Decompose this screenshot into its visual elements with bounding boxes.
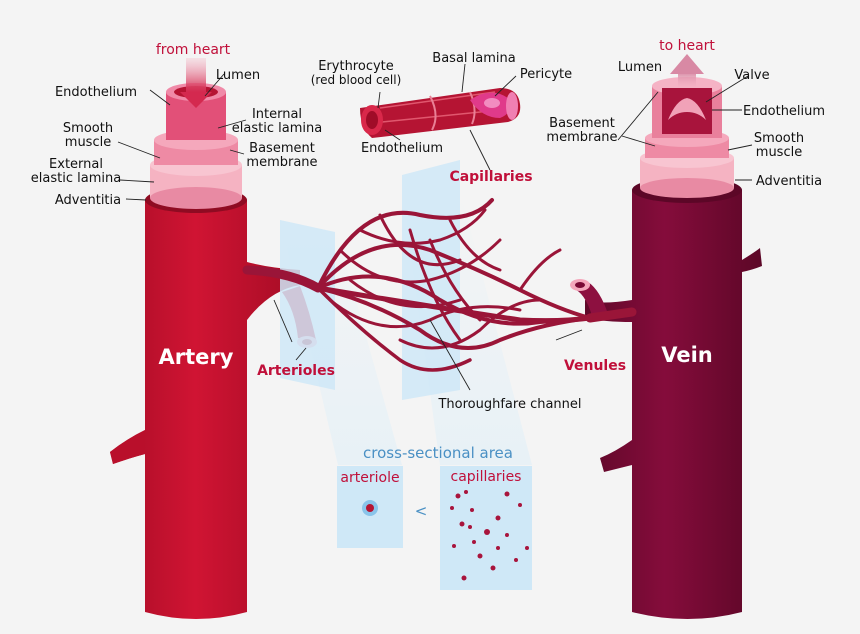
capillary-cross-dot: [518, 503, 522, 507]
red-blood-cell-label: (red blood cell): [311, 73, 402, 87]
capillary-vessel: [378, 213, 462, 267]
capillary-cross-dot: [525, 546, 529, 550]
capillary-vessel: [358, 208, 487, 245]
arteriole-cross-dot: [366, 504, 374, 512]
vein-lumen-label: Lumen: [618, 60, 662, 75]
external-elastic-label-1: External: [49, 157, 103, 172]
capillary-vessel: [408, 228, 462, 342]
capillary-vessel: [448, 218, 502, 272]
capillary-endothelium-label: Endothelium: [361, 141, 443, 156]
capillary-vessel: [316, 286, 592, 350]
capillary-vessel: [338, 238, 502, 284]
capillary-cross-dot: [470, 508, 474, 512]
capillary-vessel: [348, 278, 462, 309]
capillary-cross-dot: [514, 558, 518, 562]
capillaries-small-label: capillaries: [451, 469, 522, 485]
artery-label: Artery: [159, 345, 234, 369]
capillary-vessel: [242, 265, 323, 293]
capillaries-label: Capillaries: [449, 169, 532, 185]
arteriole-label: arteriole: [340, 470, 399, 486]
vein-body: [585, 190, 762, 619]
venule-branch: [570, 279, 608, 316]
vein-smooth-label-1: Smooth: [754, 131, 804, 146]
capillary-cross-dot: [504, 491, 510, 497]
capillary-cross-dot: [490, 565, 496, 571]
capillary-vessel: [398, 298, 542, 350]
capillary-cross-dot: [505, 533, 509, 537]
capillary-vessel: [518, 248, 562, 292]
from-heart-arrow: [180, 92, 212, 108]
capillary-cross-dot: [477, 553, 483, 559]
vein-valve: [668, 98, 706, 120]
valve-label: Valve: [734, 68, 769, 83]
basal-lamina-label: Basal lamina: [432, 51, 515, 66]
erythrocyte-label: Erythrocyte: [318, 59, 394, 74]
capillary-closeup: [360, 88, 521, 138]
arterioles-label: Arterioles: [257, 363, 335, 379]
capillary-vessel: [585, 307, 637, 323]
vein-basement-label-1: Basement: [549, 116, 615, 131]
capillary-cross-dot: [452, 544, 456, 548]
capillary-cross-dot: [496, 546, 500, 550]
pericyte-label: Pericyte: [520, 67, 572, 82]
artery-body: [110, 200, 300, 619]
capillary-cross-dot: [495, 515, 501, 521]
vein-label: Vein: [661, 343, 713, 367]
cross-section-title: cross-sectional area: [363, 444, 513, 462]
thoroughfare-label: Thoroughfare channel: [437, 397, 581, 412]
artery: [110, 58, 300, 619]
capillary-cross-dot: [468, 525, 472, 529]
vein-endothelium-label: Endothelium: [743, 104, 825, 119]
from-heart-label: from heart: [156, 42, 231, 58]
capillary-vessel: [328, 298, 522, 329]
capillary-cross-dot: [450, 506, 454, 510]
smooth-muscle-label-1: Smooth: [63, 121, 113, 136]
internal-elastic-label-1: Internal: [252, 107, 302, 122]
smooth-muscle-label-2: muscle: [65, 135, 111, 150]
artery-endothelium-label: Endothelium: [55, 85, 137, 100]
capillary-network: [242, 198, 637, 372]
to-heart-arrow: [670, 54, 704, 74]
capillary-cross-dot: [472, 540, 476, 544]
vein: [585, 54, 762, 619]
thoroughfare-channel: [315, 285, 593, 324]
vein-adventitia-label: Adventitia: [756, 174, 822, 189]
arteriole-sample-panel: [280, 220, 335, 390]
venules-label: Venules: [564, 358, 626, 374]
basement-membrane-label-2: membrane: [246, 155, 317, 170]
capillaries-cross-section-panel: [440, 466, 532, 590]
capillary-cross-dot: [459, 521, 465, 527]
adventitia-label: Adventitia: [55, 193, 121, 208]
capillary-cross-dots: [450, 490, 529, 581]
basement-membrane-label-1: Basement: [249, 141, 315, 156]
leader-lines: [117, 63, 753, 391]
less-than-sign: <: [415, 502, 428, 520]
capillary-cross-dot: [464, 490, 468, 494]
vein-basement-label-2: membrane: [546, 130, 617, 145]
vein-smooth-label-2: muscle: [756, 145, 802, 160]
capillary-cross-dot: [484, 529, 490, 535]
capillary-vessel: [316, 242, 592, 320]
capillary-cross-dot: [455, 493, 461, 499]
external-elastic-label-2: elastic lamina: [31, 171, 121, 186]
capillary-cross-dot: [461, 575, 467, 581]
to-heart-label: to heart: [659, 38, 715, 54]
capillary-vessel: [316, 286, 472, 372]
internal-elastic-label-2: elastic lamina: [232, 121, 322, 136]
artery-lumen-label: Lumen: [216, 68, 260, 83]
